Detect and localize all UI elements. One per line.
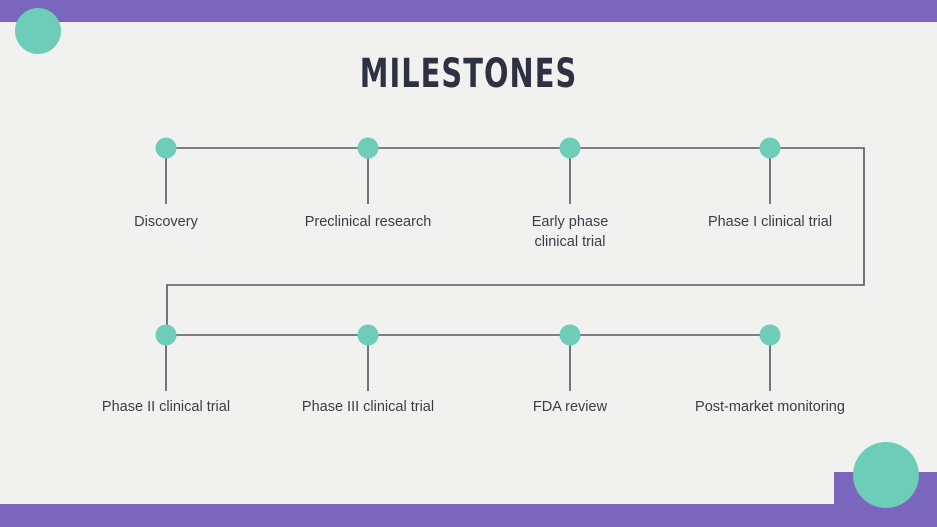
milestone-label-6: Phase III clinical trial	[301, 399, 435, 415]
milestone-dot-4[interactable]	[759, 137, 781, 159]
milestone-dot-3[interactable]	[559, 137, 581, 159]
milestone-dot-2[interactable]	[357, 137, 379, 159]
milestone-label-5: Phase II clinical trial	[101, 399, 231, 415]
milestone-dot-5[interactable]	[155, 324, 177, 346]
milestone-dot-8[interactable]	[759, 324, 781, 346]
milestone-label-3: Early phase clinical trial	[531, 214, 609, 250]
milestone-label-7: FDA review	[532, 399, 608, 415]
purple-bar-top	[0, 0, 937, 22]
milestone-label-1: Discovery	[134, 214, 198, 230]
milestone-dot-6[interactable]	[357, 324, 379, 346]
milestone-dot-1[interactable]	[155, 137, 177, 159]
teal-circle-bottom-right	[853, 442, 919, 508]
milestone-label-8: Post-market monitoring	[695, 399, 845, 415]
milestone-label-4: Phase I clinical trial	[707, 214, 833, 230]
milestone-dot-7[interactable]	[559, 324, 581, 346]
teal-circle-top-left	[15, 8, 61, 54]
purple-bar-bottom	[0, 504, 937, 527]
milestone-label-2: Preclinical research	[304, 214, 432, 230]
page-title: MILESTONES	[359, 51, 578, 97]
